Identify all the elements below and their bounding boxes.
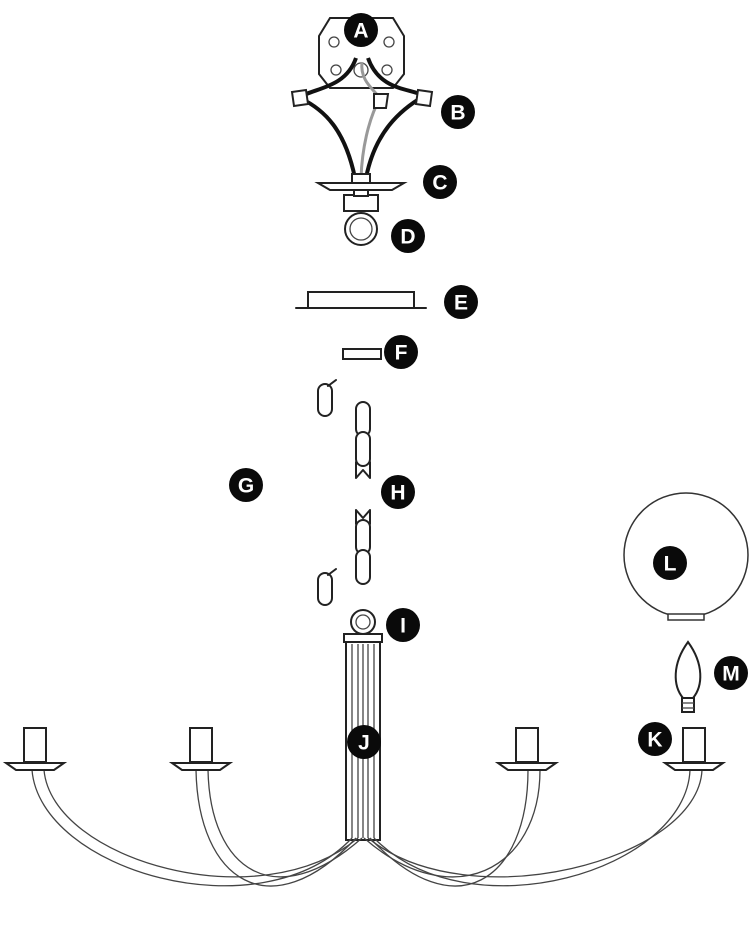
body-loop (350, 609, 376, 635)
label-m-text: M (722, 663, 740, 686)
label-m: M (714, 656, 748, 690)
label-d: D (391, 219, 425, 253)
label-g-text: G (238, 475, 254, 498)
label-b: B (441, 95, 475, 129)
label-j: J (347, 725, 381, 759)
label-e: E (444, 285, 478, 319)
label-j-text: J (358, 732, 370, 755)
wires-and-connectors (290, 57, 434, 179)
quick-link-bottom (317, 568, 337, 606)
chain-upper (355, 401, 371, 479)
mounting-plate (314, 173, 408, 191)
label-h: H (381, 475, 415, 509)
canopy (295, 291, 427, 309)
label-k: K (638, 722, 672, 756)
label-b-text: B (450, 102, 465, 125)
label-g: G (229, 468, 263, 502)
label-d-text: D (400, 226, 415, 249)
label-f: F (384, 335, 418, 369)
label-f-text: F (395, 342, 408, 365)
chain-lower (355, 509, 371, 585)
candle-cup-1 (2, 727, 68, 771)
glass-globe (623, 492, 749, 621)
label-l: L (653, 546, 687, 580)
label-c: C (423, 165, 457, 199)
label-i: I (386, 608, 420, 642)
ceiling-hook (343, 189, 379, 246)
chandelier-body (31, 633, 703, 887)
label-l-text: L (664, 553, 677, 576)
candle-cup-3 (494, 727, 560, 771)
label-a-text: A (353, 20, 368, 43)
label-i-text: I (400, 615, 406, 638)
light-bulb (674, 640, 702, 713)
label-k-text: K (647, 729, 662, 752)
label-h-text: H (390, 482, 405, 505)
label-e-text: E (454, 292, 468, 315)
label-a: A (344, 13, 378, 47)
label-c-text: C (432, 172, 447, 195)
candle-cup-4 (661, 727, 727, 771)
junction-box (318, 17, 405, 89)
quick-link-top (317, 379, 337, 417)
canopy-collar (342, 348, 382, 360)
candle-cup-2 (168, 727, 234, 771)
